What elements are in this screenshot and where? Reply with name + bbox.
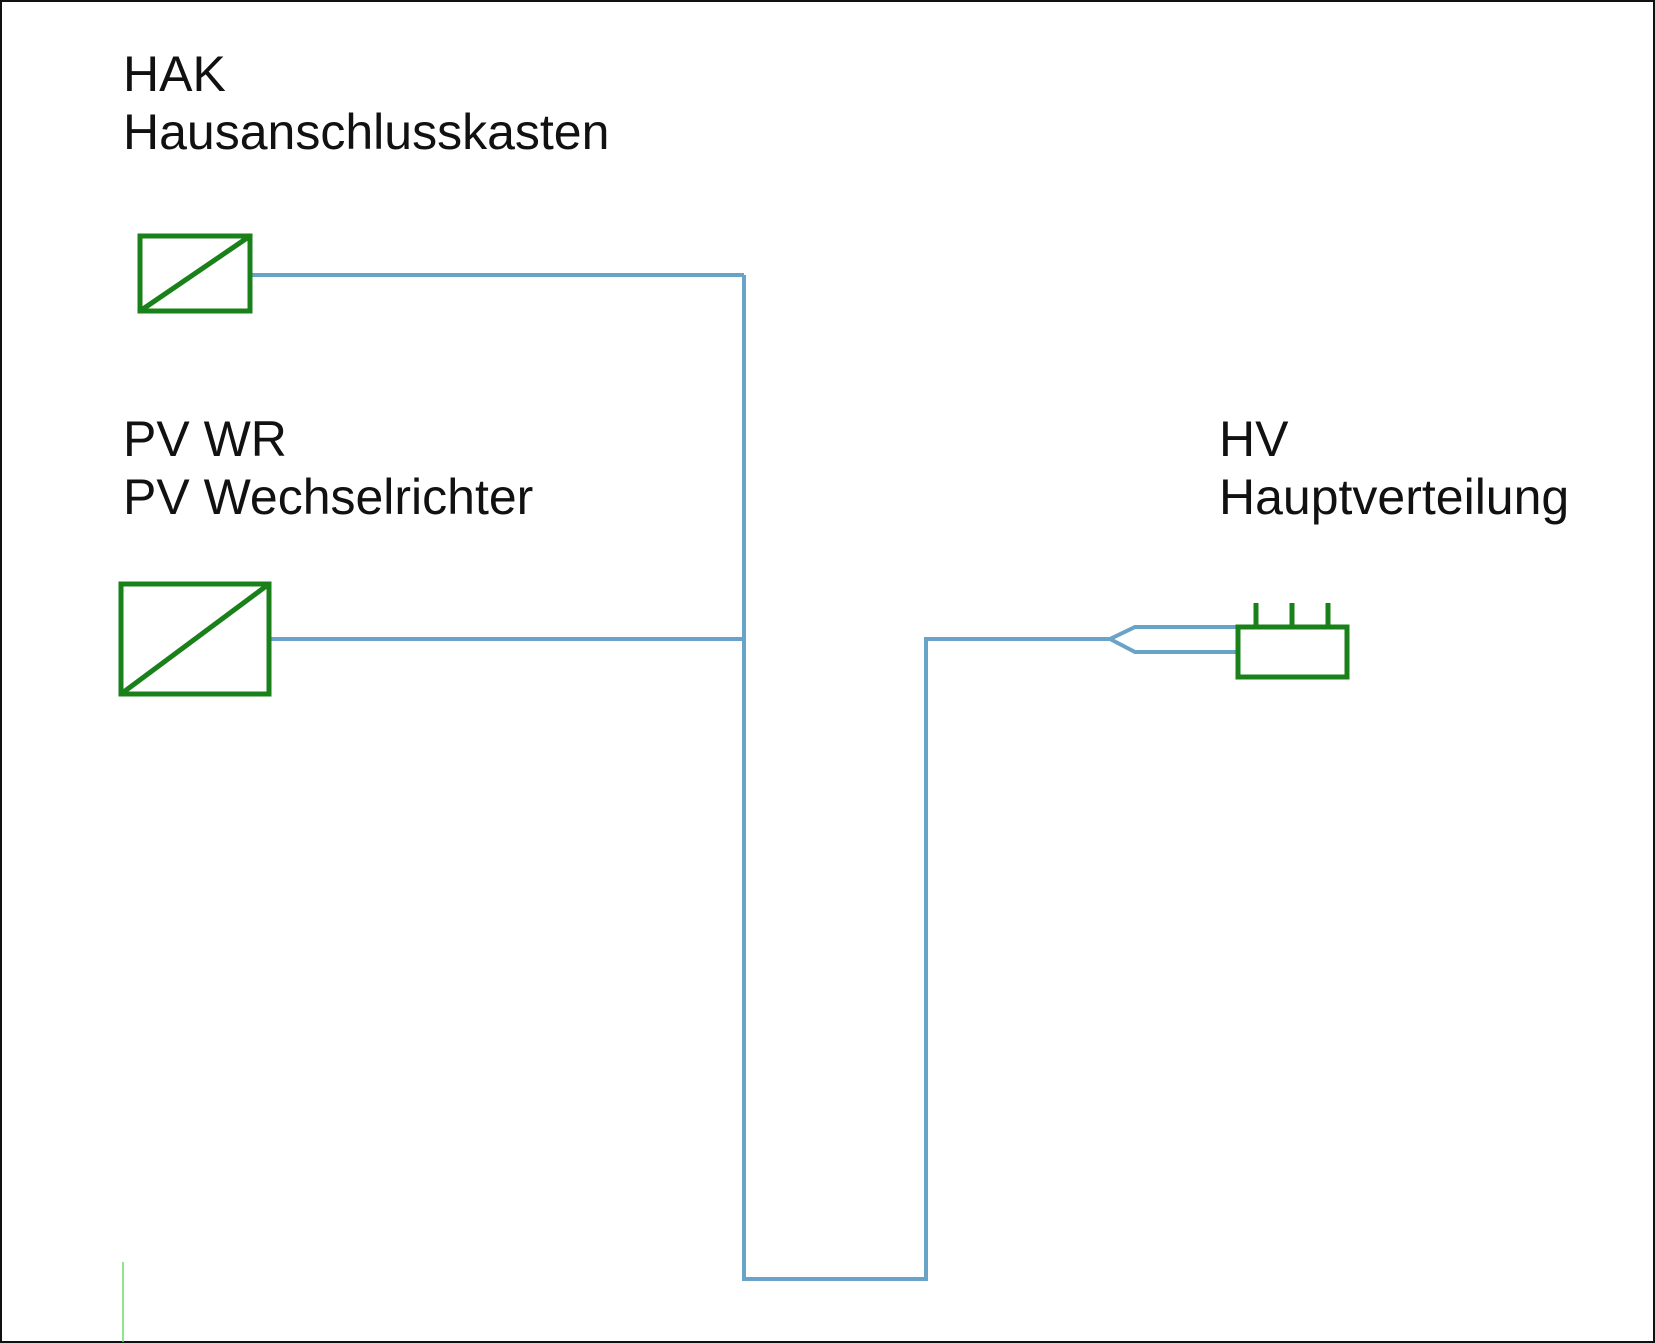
wire-hv-terminal (1105, 625, 1238, 654)
hak-name-label: Hausanschlusskasten (123, 104, 610, 160)
hv-name-label: Hauptverteilung (1219, 469, 1570, 525)
pv-wr-symbol (118, 581, 272, 697)
wire-bus-to-hv (742, 275, 1110, 1281)
pv-wr-abbr-label: PV WR (123, 411, 287, 467)
wiring (250, 273, 1238, 1281)
converter-box-icon (138, 233, 252, 314)
hv-box (1235, 624, 1350, 680)
hak-abbr-label: HAK (123, 46, 226, 102)
distribution-board-icon (1253, 603, 1331, 627)
hak-box (137, 233, 253, 314)
hak-symbol (137, 233, 253, 314)
pv-wr-box (118, 581, 272, 697)
converter-box-icon (119, 581, 271, 697)
hv-symbol (1235, 603, 1350, 680)
pv-wr-name-label: PV Wechselrichter (123, 469, 534, 525)
hv-abbr-label: HV (1219, 411, 1289, 467)
